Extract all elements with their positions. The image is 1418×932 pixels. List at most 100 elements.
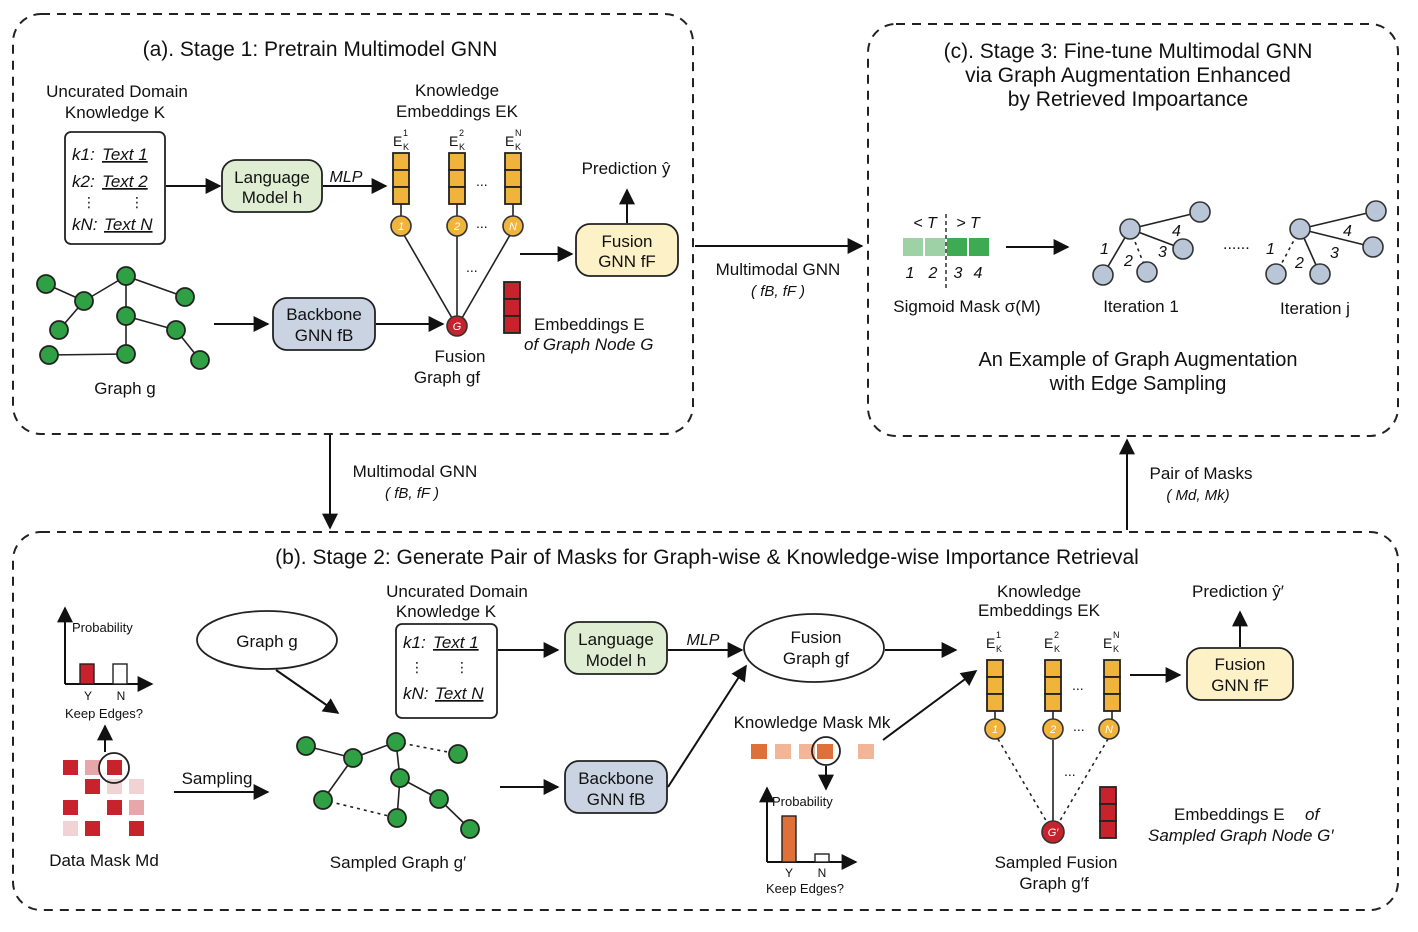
sampled-graph-label: Sampled Graph g′ xyxy=(330,853,466,872)
text2-label: Text 2 xyxy=(102,172,148,191)
svg-text:Keep Edges?: Keep Edges? xyxy=(65,706,143,721)
svg-text:2: 2 xyxy=(1049,724,1056,736)
text1-label: Text 1 xyxy=(102,145,148,164)
fusion-gnn-label-2: GNN fF xyxy=(598,252,656,271)
b-fusion-graph-ellipse xyxy=(743,613,885,683)
b-knowledge-emb-label-2: Embeddings EK xyxy=(978,601,1101,620)
b-backbone-gnn-box xyxy=(564,760,668,814)
iteration-1-label: Iteration 1 xyxy=(1103,297,1179,316)
graph-g-ellipse-label: Graph g xyxy=(236,632,297,651)
panel-a-title: (a). Stage 1: Pretrain Multimodel GNN xyxy=(143,38,498,61)
b-backbone-gnn-label-2: GNN fB xyxy=(587,790,646,809)
knowledge-mask-label: Knowledge Mask Mk xyxy=(734,713,891,732)
a-to-c-label-2: ( fB, fF ) xyxy=(751,283,805,300)
k2-label: k2: xyxy=(72,172,95,191)
b-vdots-right: ⋮ xyxy=(455,659,469,675)
svg-text:E: E xyxy=(393,133,402,149)
k1-label: k1: xyxy=(72,145,95,164)
knowledge-node-N: N xyxy=(502,215,524,237)
svg-text:4: 4 xyxy=(1172,223,1181,240)
panel-c-title-2: via Graph Augmentation Enhanced xyxy=(965,64,1291,87)
embedding-col-2: E 2 K xyxy=(448,128,466,205)
sigmoid-mask-label: Sigmoid Mask σ(M) xyxy=(893,297,1040,316)
panel-a-border xyxy=(12,13,694,435)
language-model-box xyxy=(221,159,323,213)
svg-text:E: E xyxy=(986,635,995,651)
b-embedding-label-2: Sampled Graph Node G′ xyxy=(1148,826,1334,845)
a-to-b-label-1: Multimodal GNN xyxy=(353,462,478,481)
fusion-gnn-label-1: Fusion xyxy=(601,232,652,251)
svg-text:2: 2 xyxy=(1123,253,1133,270)
example-label-2: with Edge Sampling xyxy=(1049,373,1227,395)
b-arrow-backbone-to-fusion-graph xyxy=(667,664,747,788)
iteration-j-graph: 1 2 3 4 xyxy=(1265,200,1387,285)
svg-text:K: K xyxy=(1054,644,1060,654)
iteration-1-graph: 1 2 3 4 xyxy=(1092,201,1211,286)
fusion-gnn-box xyxy=(575,223,679,277)
svg-text:E: E xyxy=(1044,635,1053,651)
b-node-ellipsis: ... xyxy=(1073,718,1085,734)
mlp-label: MLP xyxy=(330,169,363,186)
svg-text:N: N xyxy=(117,689,126,703)
svg-text:3: 3 xyxy=(1158,244,1167,261)
svg-text:1: 1 xyxy=(403,128,408,138)
knowledge-emb-label-2: Embeddings EK xyxy=(396,102,519,121)
svg-text:E: E xyxy=(505,133,514,149)
panel-b-title: (b). Stage 2: Generate Pair of Masks for… xyxy=(275,546,1139,569)
svg-text:3: 3 xyxy=(1330,245,1339,262)
svg-text:N: N xyxy=(509,221,517,233)
b-fusion-graph-label-1: Fusion xyxy=(790,628,841,647)
example-label-1: An Example of Graph Augmentation xyxy=(978,349,1297,371)
knowledge-mask-cells xyxy=(751,736,874,766)
sampled-fusion-label-2: Graph g′f xyxy=(1019,874,1089,893)
b-embedding-col-2: E 2 K xyxy=(1044,630,1062,712)
b-knowledge-text-box xyxy=(395,623,498,719)
b-fusion-gnn-label-1: Fusion xyxy=(1214,655,1265,674)
b-knowledge-node-1: 1 xyxy=(984,718,1006,740)
vdots-left: ⋮ xyxy=(82,194,96,210)
svg-text:N: N xyxy=(1113,630,1120,640)
svg-text:Y: Y xyxy=(785,866,793,880)
svg-text:N: N xyxy=(818,866,827,880)
svg-text:E: E xyxy=(1103,635,1112,651)
b-embedding-col-N: E N K xyxy=(1103,630,1121,712)
panel-c-title-1: (c). Stage 3: Fine-tune Multimodal GNN xyxy=(944,40,1313,63)
b-emb-ellipsis: ... xyxy=(1072,677,1084,693)
kN-label: kN: xyxy=(72,215,98,234)
b-language-model-label-2: Model h xyxy=(586,651,646,670)
prediction-label-a: Prediction ŷ xyxy=(582,159,671,178)
graph-embedding-label-2: of Graph Node G xyxy=(524,335,653,354)
data-mask-grid xyxy=(63,752,144,836)
b-vdots-left: ⋮ xyxy=(410,659,424,675)
sampled-fusion-label-1: Sampled Fusion xyxy=(995,853,1118,872)
backbone-gnn-label-1: Backbone xyxy=(286,305,362,324)
b-fusion-gnn-box xyxy=(1186,647,1294,701)
iteration-j-label: Iteration j xyxy=(1280,299,1350,318)
graph-node-embedding xyxy=(503,281,521,334)
svg-text:2: 2 xyxy=(459,128,464,138)
arrow-graph-to-sampled xyxy=(275,669,340,714)
knowledge-emb-label-1: Knowledge xyxy=(415,81,499,100)
b-prediction-label: Prediction ŷ′ xyxy=(1192,582,1284,601)
svg-text:Probability: Probability xyxy=(772,794,833,809)
language-model-label-1: Language xyxy=(234,168,310,187)
svg-text:K: K xyxy=(1113,644,1119,654)
embedding-col-N: E N K xyxy=(504,128,522,205)
backbone-gnn-label-2: GNN fB xyxy=(295,326,354,345)
mask-idx-1: 1 xyxy=(906,265,915,282)
fusion-ellipsis-a: ... xyxy=(466,259,478,275)
panel-b-stage2: (b). Stage 2: Generate Pair of Masks for… xyxy=(12,531,1399,911)
connector-b-to-c: Pair of Masks ( Md, Mk) xyxy=(1119,438,1252,530)
b-embedding-label-1-tail: of xyxy=(1305,805,1321,824)
b-knowledge-node-N: N xyxy=(1098,718,1120,740)
svg-text:N: N xyxy=(1105,724,1113,736)
gt-t-label: > T xyxy=(956,215,981,232)
sampled-graph-node-G: G′ xyxy=(1041,820,1065,844)
svg-text:K: K xyxy=(515,142,521,152)
knowledge-mask-arrow-up xyxy=(882,670,978,741)
knowledge-text-box xyxy=(64,131,166,245)
b-uncurated-label-1: Uncurated Domain xyxy=(386,582,528,601)
b-fusion-ellipsis: ... xyxy=(1064,763,1076,779)
fusion-graph-label-1: Fusion xyxy=(434,347,485,366)
a-to-b-label-2: ( fB, fF ) xyxy=(385,485,439,502)
